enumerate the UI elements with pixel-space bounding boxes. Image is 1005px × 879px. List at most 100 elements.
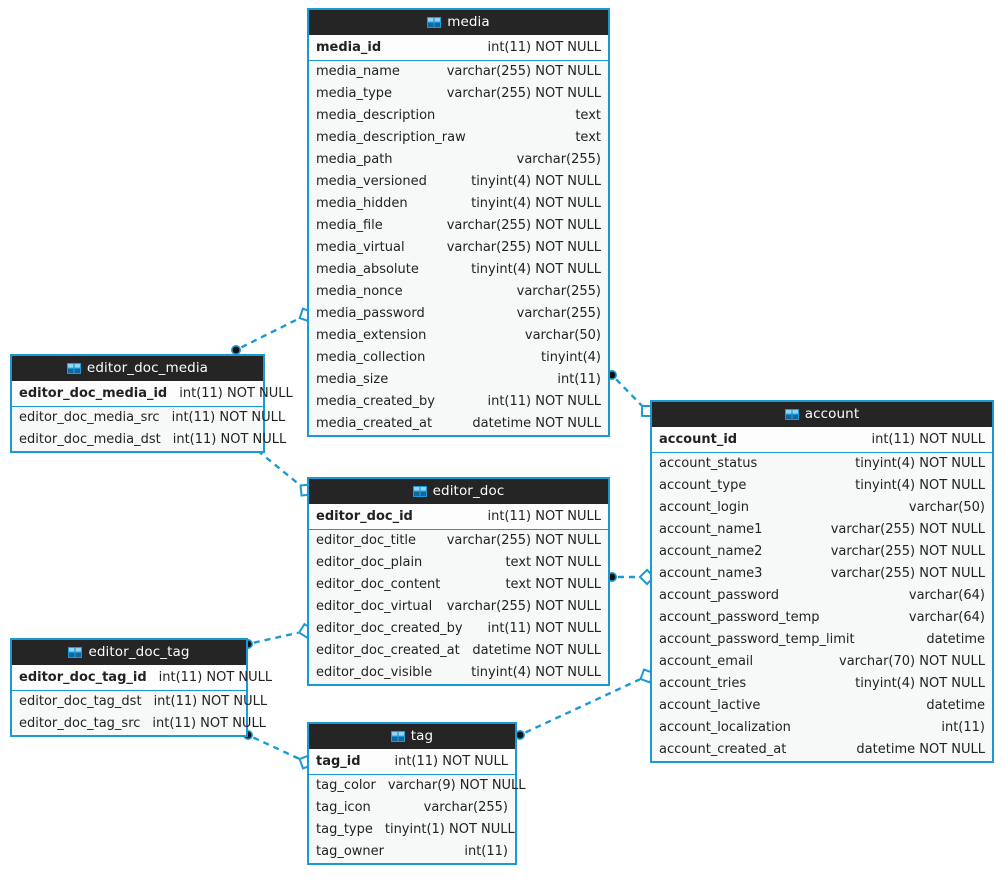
entity-title: editor_doc_media (86, 360, 209, 376)
column-type: tinyint(4) NOT NULL (471, 262, 601, 277)
entity-header-editor_doc_tag[interactable]: editor_doc_tag (12, 640, 246, 665)
column-row[interactable]: media_description_raw text (309, 127, 608, 149)
column-name: editor_doc_visible (316, 665, 433, 680)
column-name: media_versioned (316, 174, 427, 189)
entity-header-editor_doc[interactable]: editor_doc (309, 479, 608, 504)
column-name: editor_doc_created_at (316, 643, 460, 658)
column-row[interactable]: account_email varchar(70) NOT NULL (652, 651, 992, 673)
relationship-rel-editor-doc-media-to-media[interactable] (231, 307, 314, 355)
relationship-rel-editor-doc-tag-to-tag[interactable] (243, 729, 314, 770)
column-name: media_description_raw (316, 130, 466, 145)
column-row[interactable]: media_versioned tinyint(4) NOT NULL (309, 171, 608, 193)
column-type: varchar(70) NOT NULL (839, 654, 985, 669)
relationship-rel-editor-doc-tag-to-editor-doc[interactable] (243, 622, 315, 649)
column-type: int(11) (464, 844, 508, 859)
column-row[interactable]: editor_doc_created_at datetime NOT NULL (309, 640, 608, 662)
entity-header-media[interactable]: media (309, 10, 608, 35)
column-type: varchar(255) (423, 800, 508, 815)
entity-header-editor_doc_media[interactable]: editor_doc_media (12, 356, 263, 381)
column-name: account_type (659, 478, 747, 493)
column-name: account_id (659, 432, 738, 447)
column-type: tinyint(4) NOT NULL (471, 174, 601, 189)
column-type: varchar(64) (908, 610, 985, 625)
column-name: account_name1 (659, 522, 763, 537)
column-name: editor_doc_virtual (316, 599, 433, 614)
column-name: editor_doc_title (316, 533, 417, 548)
column-type: int(11) NOT NULL (158, 670, 273, 685)
entity-title: media (447, 14, 490, 30)
table-grid-icon (412, 486, 427, 497)
column-type: varchar(255) (516, 284, 601, 299)
column-type: text NOT NULL (505, 577, 601, 592)
table-grid-icon (784, 409, 799, 420)
column-name: editor_doc_media_dst (19, 432, 161, 447)
entity-header-account[interactable]: account (652, 402, 992, 427)
column-type: text NOT NULL (505, 555, 601, 570)
column-name: account_email (659, 654, 754, 669)
entity-header-tag[interactable]: tag (309, 724, 515, 749)
relationship-rel-media-to-account[interactable] (606, 369, 654, 418)
column-type: datetime NOT NULL (472, 643, 601, 658)
relationship-rel-editor-doc-to-account[interactable] (606, 568, 656, 586)
column-type: text (575, 130, 601, 145)
column-type: varchar(255) NOT NULL (830, 544, 985, 559)
relationship-line (524, 678, 641, 734)
